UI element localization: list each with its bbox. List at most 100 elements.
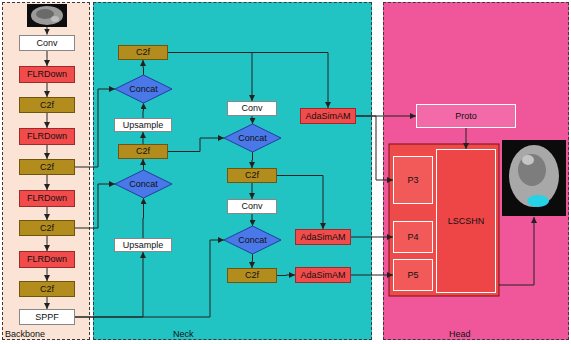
block-label: C2f <box>40 285 54 294</box>
c2f-block: C2f <box>118 45 168 60</box>
connector-arrow <box>47 268 48 281</box>
flrdown-block: FLRDown <box>19 251 75 268</box>
block-label: SPPF <box>35 313 59 322</box>
concat-diamond: Concat <box>224 124 281 152</box>
block-label: P4 <box>407 233 418 242</box>
connector-arrow <box>252 254 254 268</box>
connector-arrow <box>47 145 48 159</box>
connector-arrow <box>75 89 115 167</box>
adasimam-block: AdaSimAM <box>300 108 356 124</box>
sppf-block: SPPF <box>19 309 75 325</box>
input-mri-image <box>27 4 67 27</box>
connector-arrow <box>143 198 145 238</box>
block-label: C2f <box>136 48 150 57</box>
block-label: AdaSimAM <box>300 271 345 280</box>
connector-arrow <box>277 275 295 277</box>
block-label: P5 <box>407 271 418 280</box>
connector-arrow <box>47 83 48 97</box>
connector-arrow <box>168 53 328 109</box>
connector-arrow <box>351 237 393 238</box>
block-label: LSCSHN <box>448 217 485 226</box>
block-label: C2f <box>40 224 54 233</box>
block-label: Proto <box>455 112 477 121</box>
c2f-block: C2f <box>118 144 168 159</box>
connector-arrow <box>75 184 115 228</box>
connector-arrow <box>47 175 48 190</box>
connector-arrow <box>277 176 323 230</box>
block-label: C2f <box>40 101 54 110</box>
feature-level-box: P4 <box>393 221 433 253</box>
block-label: C2f <box>40 163 54 172</box>
connector-arrow <box>252 116 254 124</box>
backbone-panel: BackboneConvFLRDownC2fFLRDownC2fFLRDownC… <box>2 2 90 340</box>
concat-diamond: Concat <box>224 226 281 254</box>
input-arrow <box>47 27 48 35</box>
proto-block: Proto <box>416 104 516 128</box>
c2f-block: C2f <box>19 220 75 236</box>
output-mri-image <box>502 140 566 216</box>
concat-diamond: Concat <box>115 75 172 103</box>
connector-arrow <box>252 183 253 199</box>
connector-arrow <box>356 116 393 180</box>
connector-arrow <box>143 159 145 170</box>
flrdown-block: FLRDown <box>19 66 75 83</box>
block-label: Conv <box>36 39 57 48</box>
concat-diamond: Concat <box>115 170 172 198</box>
block-label: Conv <box>241 202 262 211</box>
block-label: FLRDown <box>27 70 67 79</box>
connector-arrow <box>143 103 145 118</box>
conv-block: Conv <box>227 101 277 116</box>
block-label: C2f <box>136 147 150 156</box>
head-container <box>389 144 499 296</box>
connector-arrow <box>47 207 48 220</box>
connector-arrow <box>47 113 48 128</box>
adasimam-block: AdaSimAM <box>295 267 351 283</box>
feature-level-box: P5 <box>393 259 433 291</box>
block-label: FLRDown <box>27 194 67 203</box>
block-label: Concat <box>238 134 267 143</box>
connector-arrow <box>47 236 48 251</box>
c2f-block: C2f <box>227 268 277 283</box>
block-label: FLRDown <box>27 255 67 264</box>
c2f-block: C2f <box>19 97 75 113</box>
connector-arrow <box>143 132 144 144</box>
panel-label: Head <box>449 330 471 339</box>
block-label: FLRDown <box>27 132 67 141</box>
c2f-block: C2f <box>227 168 277 183</box>
c2f-block: C2f <box>19 159 75 175</box>
connector-arrow <box>75 252 143 317</box>
upsample-block: Upsample <box>114 118 172 132</box>
panel-label: Backbone <box>5 330 45 339</box>
flrdown-block: FLRDown <box>19 190 75 207</box>
connector-arrow <box>252 152 254 168</box>
block-label: AdaSimAM <box>300 233 345 242</box>
c2f-block: C2f <box>19 281 75 297</box>
connector-arrow <box>47 51 48 66</box>
block-label: C2f <box>245 271 259 280</box>
connector-arrow <box>351 275 393 276</box>
output-arrow <box>499 217 534 285</box>
block-label: Concat <box>129 85 158 94</box>
lscshn-head: LSCSHN <box>436 149 496 293</box>
upsample-block: Upsample <box>114 238 172 252</box>
block-label: P3 <box>407 176 418 185</box>
connector-arrow <box>466 128 467 149</box>
block-label: Concat <box>238 236 267 245</box>
panel-label: Neck <box>173 330 194 339</box>
connector-arrow <box>252 214 254 226</box>
block-label: C2f <box>245 171 259 180</box>
flrdown-block: FLRDown <box>19 128 75 145</box>
connector-arrow <box>143 60 145 75</box>
conv-block: Conv <box>19 35 75 51</box>
block-label: Upsample <box>123 241 164 250</box>
block-label: Concat <box>129 180 158 189</box>
block-label: Upsample <box>123 121 164 130</box>
adasimam-block: AdaSimAM <box>295 229 351 245</box>
feature-level-box: P3 <box>393 156 433 204</box>
block-label: AdaSimAM <box>305 112 350 121</box>
block-label: Conv <box>241 104 262 113</box>
conv-block: Conv <box>227 199 277 214</box>
connector-arrow <box>47 297 48 309</box>
connector-arrow <box>75 240 224 317</box>
connector-arrow <box>168 138 224 152</box>
